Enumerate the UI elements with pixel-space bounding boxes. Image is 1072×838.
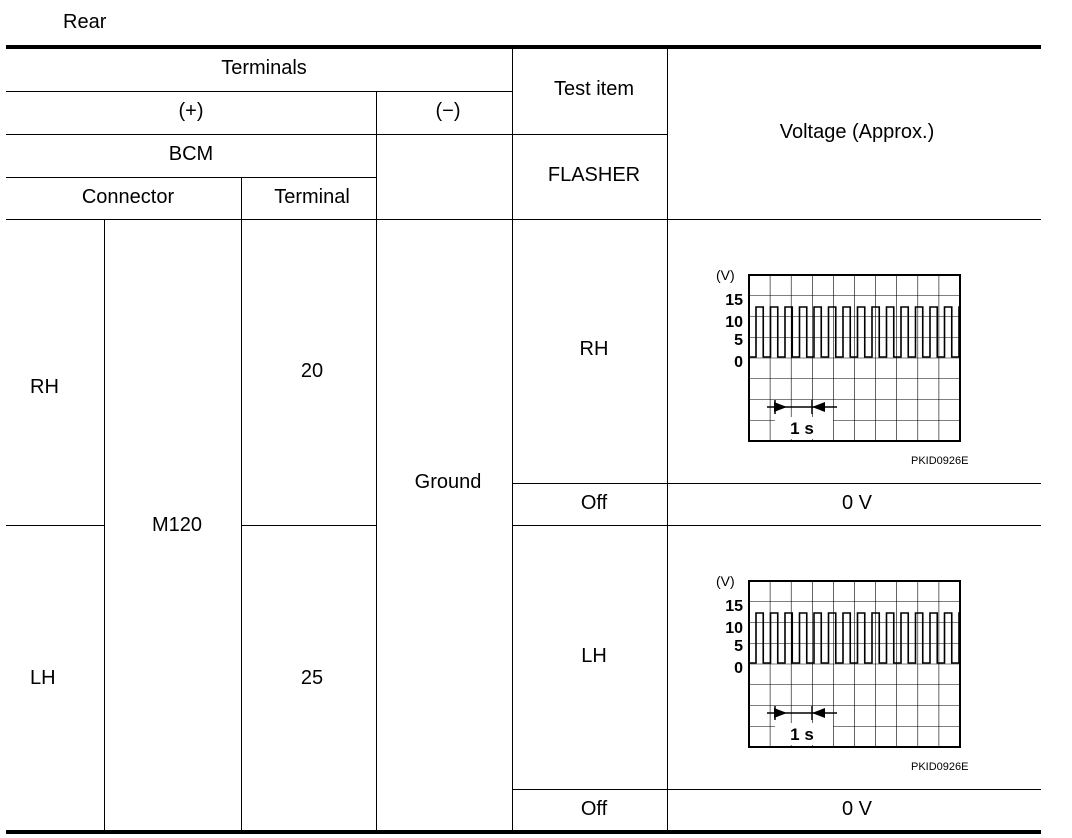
test-item-value: LH <box>581 645 607 667</box>
terminal-value: 25 <box>300 667 324 689</box>
axis-unit: (V) <box>716 573 735 589</box>
time-marker-arrow <box>812 402 825 412</box>
axis-unit: (V) <box>716 267 735 283</box>
table-top-border <box>6 45 1041 49</box>
grid-line <box>6 525 105 526</box>
grid-line <box>513 525 1041 526</box>
time-label: 1 s <box>790 419 814 438</box>
test-item-value: RH <box>579 338 609 360</box>
grid-line <box>6 219 1041 220</box>
axis-tick-label: 10 <box>725 314 743 331</box>
test-item-value: Off <box>580 798 608 820</box>
grid-line <box>667 47 668 832</box>
square-wave <box>749 612 960 664</box>
time-label: 1 s <box>790 725 814 744</box>
ground-label: Ground <box>414 471 482 493</box>
figure-code: PKID0926E <box>911 455 969 467</box>
time-marker-arrow <box>812 708 825 718</box>
axis-tick-label: 15 <box>725 598 743 615</box>
header-test-item: Test item <box>553 78 635 100</box>
axis-tick-label: 10 <box>725 620 743 637</box>
header-voltage: Voltage (Approx.) <box>779 121 935 143</box>
grid-line <box>513 789 1041 790</box>
square-wave <box>749 306 960 358</box>
table-caption: Rear <box>63 11 107 33</box>
header-terminals: Terminals <box>221 57 307 79</box>
voltage-value: 0 V <box>841 492 873 514</box>
header-terminal: Terminal <box>274 186 350 208</box>
header-flasher: FLASHER <box>547 164 641 186</box>
table-bottom-border <box>6 830 1041 834</box>
test-item-value: Off <box>580 492 608 514</box>
axis-tick-label: 15 <box>725 292 743 309</box>
header-bcm: BCM <box>168 143 214 165</box>
waveform-graphic: (V) 15 105 0 1 s <box>716 267 961 442</box>
voltage-value: 0 V <box>841 798 873 820</box>
grid-line <box>6 134 667 135</box>
grid-line <box>376 91 377 832</box>
grid-line <box>241 177 242 832</box>
terminal-value: 20 <box>300 360 324 382</box>
axis-tick-label: 0 <box>734 660 743 677</box>
time-marker-arrow <box>774 402 787 412</box>
header-minus: (−) <box>435 100 461 122</box>
grid-line <box>6 91 513 92</box>
axis-tick-label: 0 <box>734 354 743 371</box>
time-label-bg <box>775 417 833 439</box>
header-connector: Connector <box>81 186 175 208</box>
grid-line <box>241 525 376 526</box>
side-label: LH <box>30 667 56 689</box>
axis-tick-label: 5 <box>734 638 743 655</box>
header-plus: (+) <box>178 100 204 122</box>
figure-code: PKID0926E <box>911 761 969 773</box>
connector-value: M120 <box>151 514 203 536</box>
grid-line <box>513 483 1041 484</box>
axis-tick-label: 5 <box>734 332 743 349</box>
waveform-graphic: (V) 15 105 0 1 s <box>716 573 961 748</box>
side-label: RH <box>30 376 59 398</box>
grid-line <box>6 177 376 178</box>
grid-line <box>104 219 105 832</box>
time-label-bg <box>775 723 833 745</box>
grid-line <box>512 47 513 832</box>
time-marker-arrow <box>774 708 787 718</box>
